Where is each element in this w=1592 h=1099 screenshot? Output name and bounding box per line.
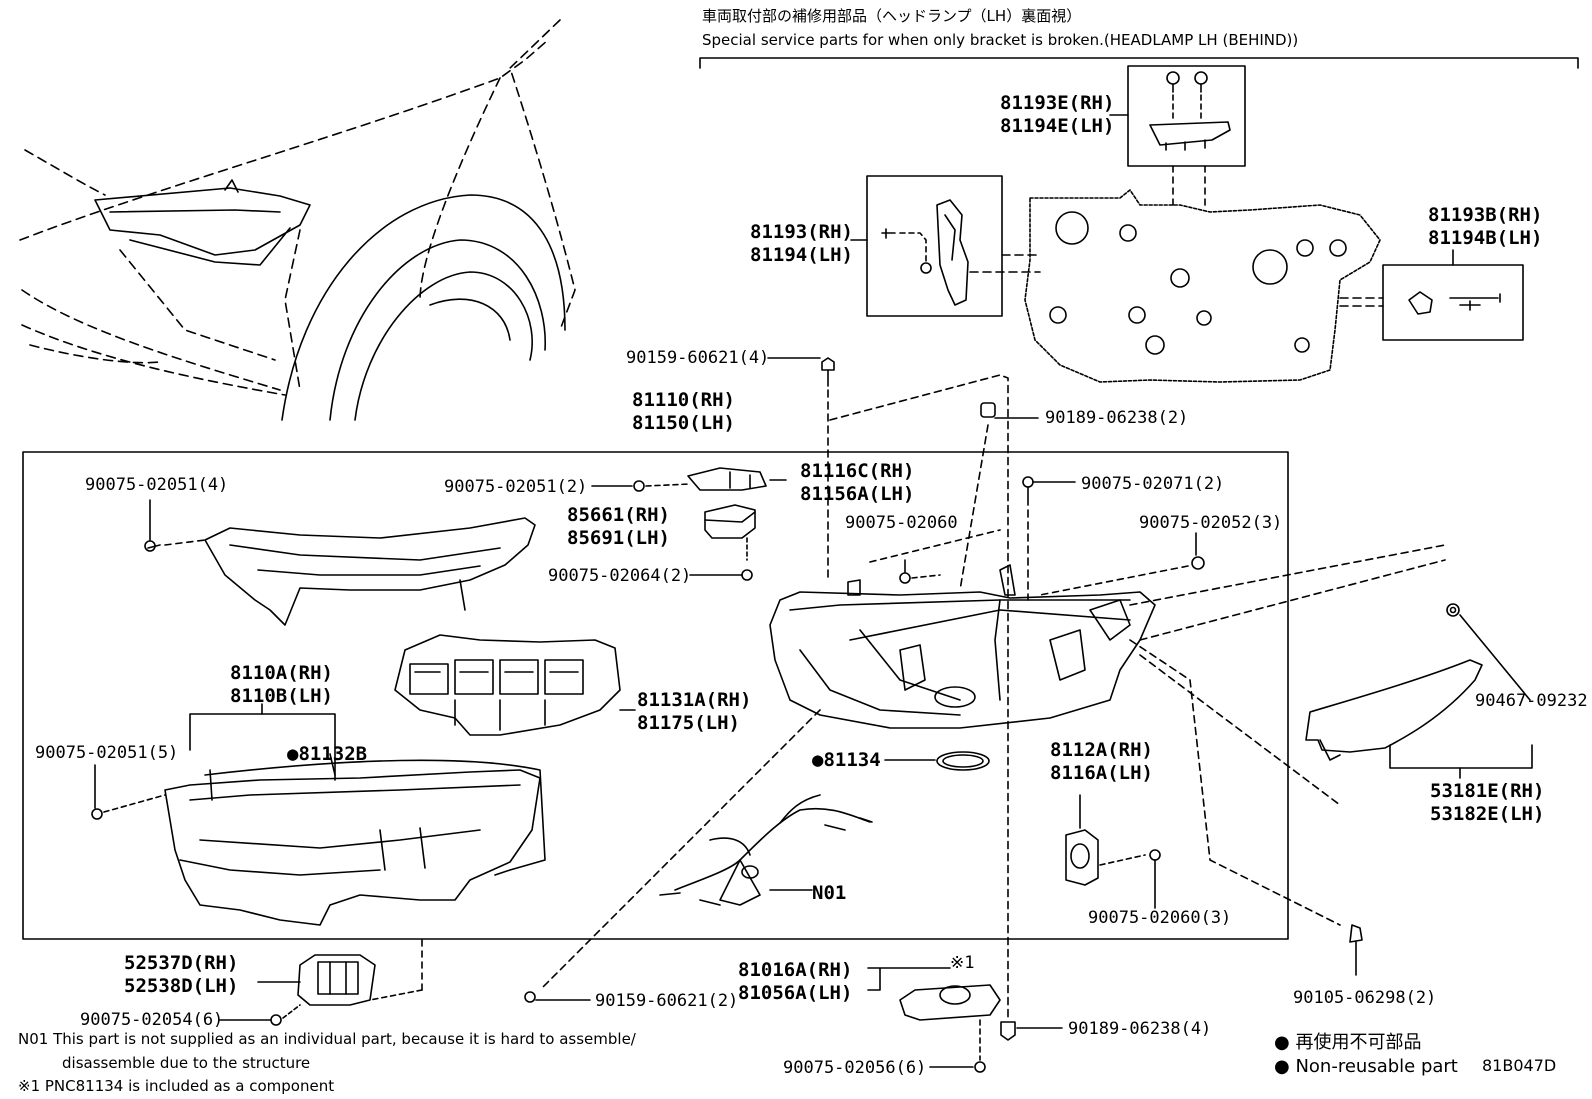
leader-53181E — [1139, 654, 1341, 806]
bracket-81193-box — [866, 175, 1041, 317]
screw-90075-02051-2 — [591, 480, 691, 492]
header-title-jp: 車両取付部の補修用部品（ヘッドランプ（LH）裏面視） — [702, 7, 1082, 25]
bolt-90159-2 — [524, 991, 591, 1003]
label-81116C[interactable]: 81116C(RH) — [800, 460, 915, 482]
leader-90105 — [1129, 639, 1341, 926]
vehicle-front-illustration — [19, 19, 576, 421]
screw-90075-02071 — [1022, 476, 1076, 601]
label-8110A[interactable]: 8110A(RH) — [230, 662, 333, 684]
label-81150[interactable]: 81150(LH) — [632, 412, 735, 434]
leader-90467-b — [1129, 544, 1446, 606]
label-81194[interactable]: 81194(LH) — [750, 244, 853, 266]
label-81156A[interactable]: 81156A(LH) — [800, 483, 915, 505]
label-81175[interactable]: 81175(LH) — [637, 712, 740, 734]
label-90189-06238-4[interactable]: 90189-06238(4) — [1068, 1019, 1212, 1039]
label-90075-02064-2[interactable]: 90075-02064(2) — [548, 566, 692, 586]
screw-90075-02051-5 — [91, 764, 166, 820]
label-81193[interactable]: 81193(RH) — [750, 221, 853, 243]
headlamp-back-cover — [1024, 189, 1381, 383]
screw-90105 — [1349, 924, 1363, 976]
screw-90075-02052-3 — [1039, 532, 1205, 596]
note-n01-line2: disassemble due to the structure — [62, 1054, 311, 1072]
label-81194B[interactable]: 81194B(LH) — [1428, 227, 1543, 249]
legend-en: Non-reusable part — [1274, 1056, 1458, 1077]
label-53181E[interactable]: 53181E(RH) — [1430, 780, 1545, 802]
label-90075-02051-2[interactable]: 90075-02051(2) — [444, 477, 588, 497]
screw-90075-02060 — [869, 529, 1001, 584]
led-module-81131A — [394, 634, 636, 736]
bracket-81116C — [687, 467, 787, 491]
label-90075-02051-4[interactable]: 90075-02051(4) — [85, 475, 229, 495]
label-90075-02060-3[interactable]: 90075-02060(3) — [1088, 908, 1232, 928]
figure-code: 81B047D — [1482, 1056, 1557, 1075]
legend-dot-icon — [1274, 1032, 1290, 1053]
label-81134-text: 81134 — [823, 749, 881, 771]
label-8110B[interactable]: 8110B(LH) — [230, 685, 333, 707]
clip-90189-4 — [1000, 1021, 1063, 1041]
label-90075-02056-6[interactable]: 90075-02056(6) — [783, 1058, 927, 1078]
screw-90075-02056 — [929, 1061, 986, 1073]
label-8112A[interactable]: 8112A(RH) — [1050, 739, 1153, 761]
label-81134[interactable]: 81134 — [812, 749, 881, 771]
label-8116A[interactable]: 8116A(LH) — [1050, 762, 1153, 784]
headlamp-housing-81110 — [769, 564, 1156, 729]
label-52538D[interactable]: 52538D(LH) — [124, 975, 239, 997]
label-90467-09232[interactable]: 90467-09232 — [1475, 691, 1588, 711]
label-90105-06298-2[interactable]: 90105-06298(2) — [1293, 988, 1437, 1008]
label-90159-60621-4[interactable]: 90159-60621(4) — [626, 348, 770, 368]
non-reusable-marker — [812, 749, 823, 771]
header-title-en: Special service parts for when only brac… — [702, 31, 1299, 49]
label-mark-1: ※1 — [950, 953, 975, 973]
label-81193B[interactable]: 81193B(RH) — [1428, 204, 1543, 226]
bolt-90159-4 — [767, 357, 835, 581]
label-81194E[interactable]: 81194E(LH) — [1000, 115, 1115, 137]
legend-dot-icon — [1274, 1056, 1290, 1077]
module-85661 — [689, 504, 756, 581]
label-81193E[interactable]: 81193E(RH) — [1000, 92, 1115, 114]
label-90189-06238-2[interactable]: 90189-06238(2) — [1045, 408, 1189, 428]
bezel-strip — [144, 499, 536, 626]
label-90075-02052-3[interactable]: 90075-02052(3) — [1139, 513, 1283, 533]
clip-90467 — [1446, 603, 1531, 701]
lens-assembly-8110A — [164, 759, 546, 926]
label-90075-02060[interactable]: 90075-02060 — [845, 513, 958, 533]
legend-jp: 再使用不可部品 — [1274, 1032, 1422, 1053]
note-mark-1: ※1 PNC81134 is included as a component — [18, 1077, 335, 1095]
label-81110[interactable]: 81110(RH) — [632, 389, 735, 411]
headlamp-assembly-box — [22, 451, 1289, 940]
label-85691[interactable]: 85691(LH) — [567, 527, 670, 549]
bracket-52537D — [257, 939, 423, 1006]
leader-81132B — [329, 753, 336, 776]
label-52537D[interactable]: 52537D(RH) — [124, 952, 239, 974]
side-trim-53181E — [1305, 659, 1533, 779]
label-90075-02054-6[interactable]: 90075-02054(6) — [80, 1010, 224, 1030]
label-90159-60621-2[interactable]: 90159-60621(2) — [595, 991, 739, 1011]
label-85661[interactable]: 85661(RH) — [567, 504, 670, 526]
note-n01-line1: N01 This part is not supplied as an indi… — [18, 1030, 636, 1048]
actuator-8112A — [1065, 794, 1161, 909]
label-53182E[interactable]: 53182E(LH) — [1430, 803, 1545, 825]
screw-90075-02054 — [219, 1004, 301, 1026]
label-N01[interactable]: N01 — [812, 882, 847, 904]
label-90075-02071-2[interactable]: 90075-02071(2) — [1081, 474, 1225, 494]
bracket-81193E-box — [1127, 65, 1246, 206]
leader-90467 — [1139, 559, 1446, 641]
legend-en-text: Non-reusable part — [1295, 1056, 1458, 1077]
wire-harness-N01 — [659, 794, 873, 906]
non-reusable-marker — [287, 743, 298, 765]
label-81131A[interactable]: 81131A(RH) — [637, 689, 752, 711]
module-81016A — [867, 967, 1001, 1061]
bracket-81193B-box — [1339, 249, 1524, 341]
legend-jp-text: 再使用不可部品 — [1295, 1032, 1422, 1053]
label-81056A[interactable]: 81056A(LH) — [738, 982, 853, 1004]
label-90075-02051-5[interactable]: 90075-02051(5) — [35, 743, 179, 763]
service-parts-bracket — [699, 57, 1579, 69]
label-81132B[interactable]: 81132B — [287, 743, 368, 765]
gasket-81134 — [884, 751, 990, 771]
label-81016A[interactable]: 81016A(RH) — [738, 959, 853, 981]
leader-bolt-90159-2 — [539, 709, 821, 991]
label-81132B-text: 81132B — [298, 743, 368, 765]
